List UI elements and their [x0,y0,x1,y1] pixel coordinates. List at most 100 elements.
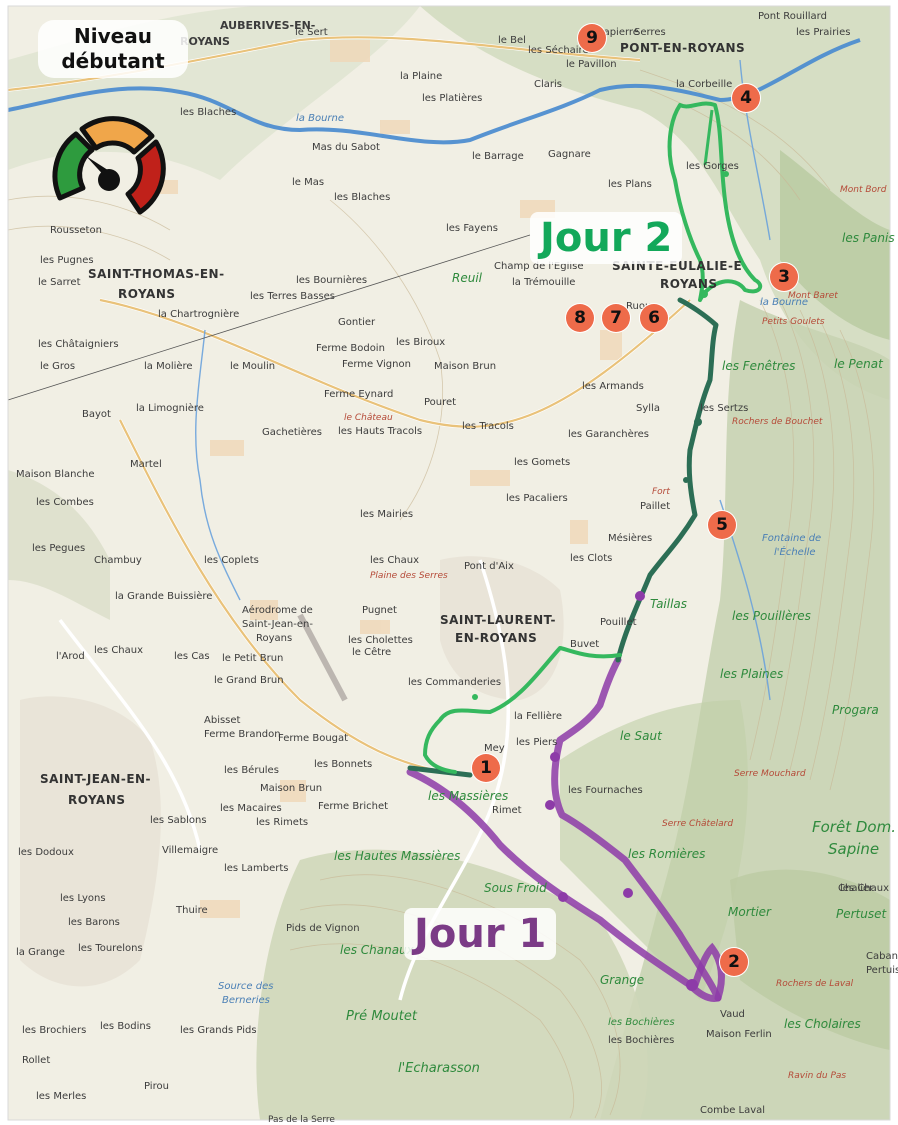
rock-label: l'Échelle [774,547,816,558]
place-label: le Mas [292,177,325,188]
place-label: les Clots [570,553,613,564]
day-2-label: Jour 2 [530,212,683,264]
place-label: les Fournaches [568,785,643,796]
place-label: Maison Brun [260,783,323,794]
place-label: les Bérules [224,765,279,776]
difficulty-level-indicator: Niveau débutant [38,20,188,215]
place-label: les Tracols [462,421,514,432]
waypoint-3-marker[interactable]: 3 [770,263,798,291]
nature-label: les Cholaires [784,1017,861,1031]
place-label: les Commanderies [408,677,502,688]
place-label: les Barons [68,917,120,928]
place-label: Gachetières [262,427,322,438]
place-label: Mas du Sabot [312,142,380,153]
rock-label: Mont Baret [788,291,838,301]
place-label: les Grands Pids [180,1025,257,1036]
town-label: SAINT-THOMAS-EN- [88,267,225,281]
place-label: le Gros [40,361,76,372]
nature-label: l'Echarasson [398,1061,480,1076]
place-label: la Limognière [136,403,204,414]
rock-label: Petits Goulets [762,317,825,327]
waypoint-8-marker[interactable]: 8 [566,304,594,332]
place-label: les Terres Basses [250,291,336,302]
water-label: la Bourne [296,113,345,124]
nature-label: les Pouillères [732,609,811,623]
waypoint-6-marker[interactable]: 6 [640,304,668,332]
place-label: les Gorges [686,161,739,172]
place-label: les Chaux [94,645,144,656]
waypoint-9-marker[interactable]: 9 [578,24,606,52]
place-label: Buvet [570,639,600,650]
place-label: Abisset [204,715,241,726]
place-label: les Coplets [204,555,259,566]
place-label: les Hauts Tracols [338,426,423,437]
place-label: les Blaches [180,107,237,118]
place-label: les Rimets [256,817,309,828]
place-label: Pirou [144,1081,169,1092]
place-label: Ferme Brandon [204,729,281,740]
place-label: le Pavillon [566,59,617,70]
town-label: ROYANS [180,35,230,48]
difficulty-level-title: Niveau débutant [38,20,188,78]
place-label: Cabanes [866,951,898,962]
place-label: les Piers [516,737,558,748]
waypoint-7-marker[interactable]: 7 [602,304,630,332]
place-label: la Grande Buissière [115,591,213,602]
place-label: les Blaches [334,192,391,203]
place-label: Pont Rouillard [758,11,827,22]
nature-label: les Panis [842,231,895,245]
place-label: les Bodins [100,1021,151,1032]
place-label: la Chartrognière [158,309,240,320]
level-title-line2: débutant [61,49,165,73]
place-label: le Château [344,413,393,423]
place-label: Ferme Bodoin [316,343,385,354]
nature-label: Progara [832,703,879,717]
place-label: la Grange [16,947,65,958]
gauge-segment-easy [52,131,95,201]
place-label: Chambuy [94,555,142,566]
place-label: la Bourne [760,297,809,308]
place-label: Gontier [338,317,376,328]
place-label: les Armands [582,381,644,392]
place-label: les Pegues [32,543,86,554]
place-label: les Tourelons [78,943,143,954]
rock-label: Ravin du Pas [788,1071,847,1081]
place-label: Ruoux [626,301,658,312]
town-label: AUBERIVES-EN- [220,19,316,32]
place-label: les Prairies [796,27,851,38]
place-label: Ferme Eynard [324,389,394,400]
place-label: Pugnet [362,605,397,616]
place-label: les Bochières [608,1035,675,1046]
waypoint-2-marker[interactable]: 2 [720,948,748,976]
nature-label: Forêt Dom. [812,818,896,836]
place-label: la Corbeille [676,79,733,90]
nature-label: Sapine [828,840,880,858]
place-label: les Séchaires [528,45,594,56]
place-label: les Lyons [60,893,106,904]
place-label: les Cholettes [348,635,413,646]
place-label: les Gomets [514,457,571,468]
place-label: Thuire [176,905,208,916]
place-label: Saint-Jean-en- [242,619,313,630]
place-label: Martel [130,459,162,470]
waypoint-4-marker[interactable]: 4 [732,84,760,112]
place-label: l'Arod [56,651,85,662]
place-label: les Combes [36,497,94,508]
waypoint-5-marker[interactable]: 5 [708,511,736,539]
place-label: les Brochiers [22,1025,87,1036]
place-label: Champ de l'Eglise [494,261,584,272]
place-label: les Plans [608,179,652,190]
water-label: Berneries [222,995,270,1006]
nature-label: les Romières [628,847,706,861]
day-1-label: Jour 1 [404,908,557,960]
place-label: les Chaux [840,883,890,894]
town-label: ROYANS [118,287,176,301]
waypoint-1-marker[interactable]: 1 [472,754,500,782]
place-label: le Barrage [472,151,524,162]
place-label: Mey [484,743,505,754]
place-label: le Sarret [38,277,81,288]
nature-label: les Fenêtres [722,359,796,373]
rock-label: Serre Châtelard [662,819,734,829]
place-label: les Bournières [296,275,368,286]
